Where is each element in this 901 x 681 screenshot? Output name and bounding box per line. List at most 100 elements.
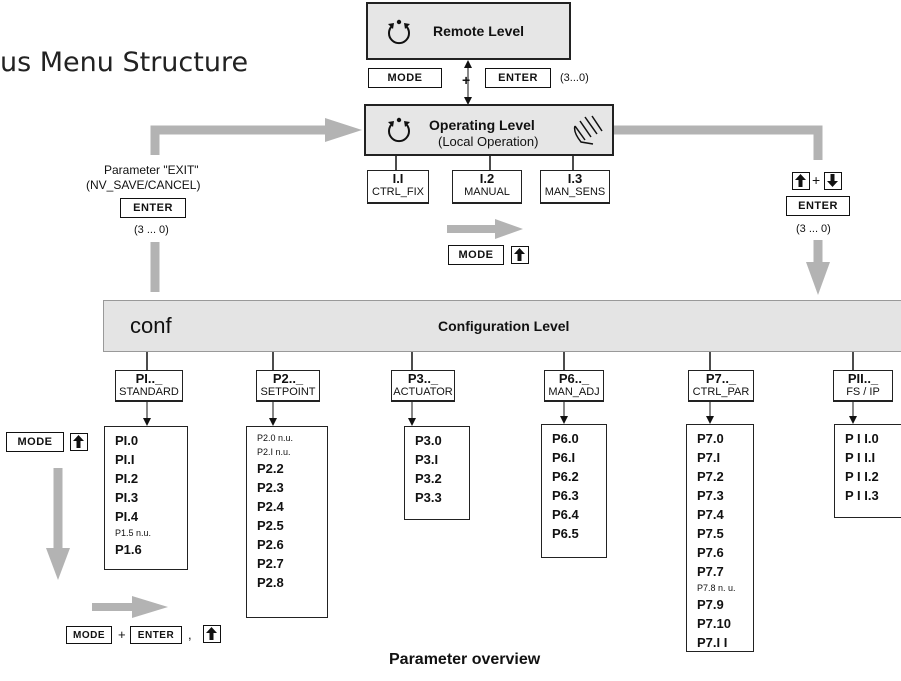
param-item[interactable]: P1.5 n.u. bbox=[115, 528, 152, 538]
param-item[interactable]: P7.5 bbox=[697, 526, 724, 541]
mode-key[interactable]: MODE bbox=[66, 626, 112, 644]
exit-param-label: Parameter "EXIT" bbox=[104, 163, 199, 177]
param-item[interactable]: P6.I bbox=[552, 450, 576, 465]
param-item[interactable]: P2.5 bbox=[257, 518, 284, 533]
param-item[interactable]: P1.6 bbox=[115, 542, 142, 557]
arrow-up-key[interactable] bbox=[792, 172, 810, 190]
param-item[interactable]: P6.0 bbox=[552, 431, 579, 446]
param-item[interactable]: P2.4 bbox=[257, 499, 284, 514]
param-item[interactable]: P2.0 n.u. bbox=[257, 433, 294, 443]
param-item[interactable]: P7.10 bbox=[697, 616, 731, 631]
configuration-level-label: Configuration Level bbox=[438, 318, 570, 334]
operating-level-box: Operating Level (Local Operation) bbox=[364, 104, 614, 156]
param-item[interactable]: P7.0 bbox=[697, 431, 724, 446]
param-item[interactable]: P7.2 bbox=[697, 469, 724, 484]
param-item[interactable]: P7.3 bbox=[697, 488, 724, 503]
op-mode-name: MANUAL bbox=[464, 186, 510, 198]
menu-name: STANDARD bbox=[119, 386, 179, 398]
exit-param-options: (NV_SAVE/CANCEL) bbox=[86, 178, 201, 192]
param-item[interactable]: P2.6 bbox=[257, 537, 284, 552]
exit-hold-time: (3 ... 0) bbox=[134, 224, 169, 236]
arrow-down-key[interactable] bbox=[824, 172, 842, 190]
menu-name: ACTUATOR bbox=[393, 386, 453, 398]
op-mode-name: CTRL_FIX bbox=[372, 186, 424, 198]
menu-code: P2.._ bbox=[272, 371, 304, 386]
menu-code: PI.._ bbox=[135, 371, 163, 386]
operating-level-label: Operating Level bbox=[429, 117, 535, 133]
right-hold-time: (3 ... 0) bbox=[796, 223, 831, 235]
op-mode-tab[interactable]: I.3 MAN_SENS bbox=[540, 170, 610, 204]
menu-tab-actuator[interactable]: P3.._ ACTUATOR bbox=[391, 370, 455, 402]
param-list-fs-ip: P I I.0 P I I.I P I I.2 P I I.3 bbox=[834, 424, 901, 518]
arrow-up-key[interactable] bbox=[70, 433, 88, 451]
param-item[interactable]: P3.2 bbox=[415, 471, 442, 486]
param-item[interactable]: PI.0 bbox=[115, 433, 139, 448]
configuration-level-box: conf Configuration Level bbox=[103, 300, 901, 352]
operating-level-sublabel: (Local Operation) bbox=[438, 134, 539, 149]
mode-key[interactable]: MODE bbox=[6, 432, 64, 452]
enter-key[interactable]: ENTER bbox=[485, 68, 551, 88]
param-item[interactable]: P2.3 bbox=[257, 480, 284, 495]
op-mode-tab[interactable]: I.2 MANUAL bbox=[452, 170, 522, 204]
param-item[interactable]: PI.I bbox=[115, 452, 135, 467]
page-title: us Menu Structure bbox=[0, 47, 249, 78]
param-item[interactable]: P3.0 bbox=[415, 433, 442, 448]
rotate-icon bbox=[388, 117, 410, 143]
menu-tab-man-adj[interactable]: P6.._ MAN_ADJ bbox=[544, 370, 604, 402]
menu-tab-fs-ip[interactable]: PII.._ FS / IP bbox=[833, 370, 893, 402]
param-item[interactable]: P7.8 n. u. bbox=[697, 583, 736, 593]
param-item[interactable]: P3.I bbox=[415, 452, 439, 467]
mode-key[interactable]: MODE bbox=[368, 68, 442, 88]
param-item[interactable]: PI.4 bbox=[115, 509, 139, 524]
menu-tab-setpoint[interactable]: P2.._ SETPOINT bbox=[256, 370, 320, 402]
menu-tab-ctrl-par[interactable]: P7.._ CTRL_PAR bbox=[688, 370, 754, 402]
param-item[interactable]: P3.3 bbox=[415, 490, 442, 505]
param-item[interactable]: P6.3 bbox=[552, 488, 579, 503]
param-item[interactable]: P7.9 bbox=[697, 597, 724, 612]
param-item[interactable]: P7.I bbox=[697, 450, 721, 465]
param-item[interactable]: P2.I n.u. bbox=[257, 447, 291, 457]
rotate-icon bbox=[388, 19, 410, 45]
arrow-down-icon bbox=[827, 174, 838, 187]
remote-level-box: Remote Level bbox=[366, 2, 571, 60]
enter-key[interactable]: ENTER bbox=[120, 198, 186, 218]
enter-key[interactable]: ENTER bbox=[130, 626, 182, 644]
plus-sign: + bbox=[462, 72, 471, 88]
param-item[interactable]: PI.3 bbox=[115, 490, 139, 505]
param-item[interactable]: P I I.0 bbox=[845, 431, 879, 446]
param-item[interactable]: P I I.I bbox=[845, 450, 876, 465]
param-item[interactable]: P I I.2 bbox=[845, 469, 879, 484]
op-mode-code: I.3 bbox=[567, 171, 583, 186]
arrow-up-icon bbox=[514, 248, 525, 261]
arrow-up-icon bbox=[795, 174, 806, 187]
param-item[interactable]: P7.7 bbox=[697, 564, 724, 579]
param-item[interactable]: P I I.3 bbox=[845, 488, 879, 503]
param-item[interactable]: P6.2 bbox=[552, 469, 579, 484]
param-item[interactable]: P2.2 bbox=[257, 461, 284, 476]
menu-tab-standard[interactable]: PI.._ STANDARD bbox=[115, 370, 183, 402]
mode-key[interactable]: MODE bbox=[448, 245, 504, 265]
menu-name: FS / IP bbox=[846, 386, 880, 398]
arrow-up-key[interactable] bbox=[203, 625, 221, 643]
param-item[interactable]: PI.2 bbox=[115, 471, 139, 486]
param-item[interactable]: P2.7 bbox=[257, 556, 284, 571]
op-mode-code: I.I bbox=[392, 171, 404, 186]
param-item[interactable]: P7.4 bbox=[697, 507, 724, 522]
conf-short-label: conf bbox=[130, 313, 172, 338]
arrow-up-key[interactable] bbox=[511, 246, 529, 264]
param-item[interactable]: P7.I I bbox=[697, 635, 728, 650]
hand-icon bbox=[573, 115, 603, 145]
param-item[interactable]: P7.6 bbox=[697, 545, 724, 560]
param-item[interactable]: P6.4 bbox=[552, 507, 579, 522]
param-item[interactable]: P2.8 bbox=[257, 575, 284, 590]
op-mode-name: MAN_SENS bbox=[544, 186, 606, 198]
enter-key[interactable]: ENTER bbox=[786, 196, 850, 216]
param-item[interactable]: P6.5 bbox=[552, 526, 579, 541]
op-mode-tab[interactable]: I.I CTRL_FIX bbox=[367, 170, 429, 204]
footer-caption: Parameter overview bbox=[389, 651, 541, 668]
menu-code: P6.._ bbox=[558, 371, 590, 386]
menu-name: CTRL_PAR bbox=[692, 386, 750, 398]
menu-code: P3.._ bbox=[407, 371, 439, 386]
